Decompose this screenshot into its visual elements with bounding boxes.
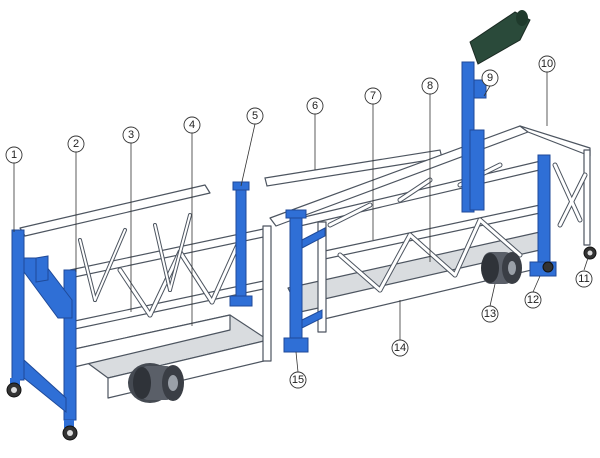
callout-6-label: 6 bbox=[312, 100, 318, 112]
callout-11: 11 bbox=[575, 270, 593, 288]
callout-5-label: 5 bbox=[252, 110, 258, 122]
left-hoist-motor bbox=[128, 363, 184, 403]
left-casters bbox=[6, 378, 78, 441]
callout-13: 13 bbox=[481, 305, 499, 323]
callout-2-label: 2 bbox=[73, 138, 79, 150]
callouts: 1 2 3 4 5 6 7 8 9 10 11 12 13 14 15 bbox=[5, 55, 593, 389]
callout-15: 15 bbox=[289, 371, 307, 389]
callout-12-label: 12 bbox=[527, 294, 539, 306]
callout-10-label: 10 bbox=[541, 58, 553, 70]
callout-9-label: 9 bbox=[487, 72, 493, 84]
callout-12: 12 bbox=[524, 291, 542, 309]
callout-7: 7 bbox=[364, 87, 382, 105]
callout-15-label: 15 bbox=[292, 374, 304, 386]
right-casters bbox=[542, 246, 597, 273]
callout-4-label: 4 bbox=[189, 119, 195, 131]
callout-7-label: 7 bbox=[370, 90, 376, 102]
safety-lock-device bbox=[469, 10, 531, 65]
callout-3-label: 3 bbox=[128, 129, 134, 141]
callout-14-label: 14 bbox=[394, 342, 406, 354]
callout-6: 6 bbox=[306, 97, 324, 115]
callout-10: 10 bbox=[538, 55, 556, 73]
callout-5: 5 bbox=[246, 107, 264, 125]
callout-14: 14 bbox=[391, 339, 409, 357]
callout-3: 3 bbox=[122, 126, 140, 144]
callout-leaders bbox=[13, 72, 589, 373]
callout-13-label: 13 bbox=[484, 308, 496, 320]
left-post-rear bbox=[262, 225, 272, 362]
left-end-frame bbox=[11, 229, 77, 421]
callout-2: 2 bbox=[67, 135, 85, 153]
callout-1: 1 bbox=[5, 146, 23, 164]
callout-4: 4 bbox=[183, 116, 201, 134]
left-back-top-rail bbox=[19, 184, 211, 237]
hoist-mast bbox=[461, 61, 487, 213]
left-platform-section bbox=[19, 184, 272, 399]
callout-8: 8 bbox=[421, 77, 439, 95]
coupling-frame bbox=[283, 209, 326, 353]
callout-1-label: 1 bbox=[11, 149, 17, 161]
callout-9: 9 bbox=[481, 69, 499, 87]
right-hoist-motor bbox=[481, 252, 522, 284]
callout-11-label: 11 bbox=[578, 273, 589, 285]
callout-8-label: 8 bbox=[427, 80, 433, 92]
